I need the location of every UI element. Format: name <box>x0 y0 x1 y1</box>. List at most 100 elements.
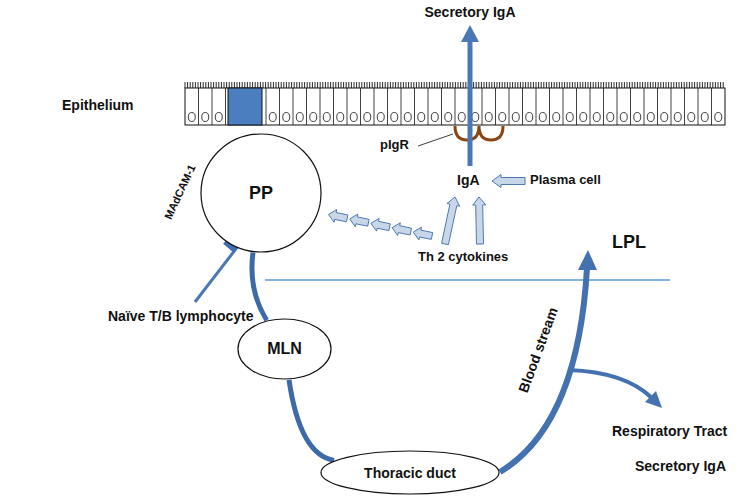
cell-wall <box>225 88 226 125</box>
cell-wall <box>630 88 631 125</box>
cell-nucleus <box>377 113 384 122</box>
cell-wall <box>347 88 348 125</box>
cell-nucleus <box>688 113 695 122</box>
cytokine-arrow <box>329 210 348 223</box>
cell-wall <box>711 88 712 125</box>
cell-wall <box>590 88 591 125</box>
cell-wall <box>617 88 618 125</box>
cell-nucleus <box>553 113 560 122</box>
cell-nucleus <box>202 113 209 122</box>
cell-label: Plasma cell <box>530 173 601 188</box>
cell-nucleus <box>431 113 438 122</box>
cell-wall <box>536 88 537 125</box>
cell-wall <box>198 88 199 125</box>
cell-wall <box>698 88 699 125</box>
cell-nucleus <box>526 113 533 122</box>
cell-wall <box>428 88 429 125</box>
cell-wall <box>657 88 658 125</box>
lymph-connector <box>252 253 267 321</box>
cell-nucleus <box>418 113 425 122</box>
cell-nucleus <box>188 113 195 122</box>
receptor-label: MAdCAM-1 <box>162 163 198 222</box>
cell-nucleus <box>458 113 465 122</box>
cytokine-arrow <box>442 197 460 245</box>
ellipse-node: PP <box>200 133 322 253</box>
leader-line <box>418 134 453 146</box>
cell-nucleus <box>647 113 654 122</box>
node-label: Thoracic duct <box>364 465 456 481</box>
cell-nucleus <box>269 113 276 122</box>
pathway-label: Blood stream <box>515 305 561 395</box>
cell-nucleus <box>445 113 452 122</box>
cell-wall <box>333 88 334 125</box>
cell-wall <box>320 88 321 125</box>
cell-wall <box>563 88 564 125</box>
cell-wall <box>644 88 645 125</box>
node-text-box: MLN <box>237 318 332 380</box>
cell-nucleus <box>607 113 614 122</box>
respiratory-branch <box>569 370 652 398</box>
cytokine-arrow <box>473 197 486 244</box>
epithelium <box>185 82 725 125</box>
cell-nucleus <box>674 113 681 122</box>
arrow-head <box>578 250 597 270</box>
receptor-label: pIgR <box>380 138 409 153</box>
cell-wall <box>212 88 213 125</box>
cell-wall <box>509 88 510 125</box>
cell-wall <box>671 88 672 125</box>
cell-nucleus <box>337 113 344 122</box>
cell-nucleus <box>620 113 627 122</box>
cell-wall <box>441 88 442 125</box>
region-label: LPL <box>612 232 646 253</box>
ellipse-node: Thoracic duct <box>320 450 500 495</box>
cytokine-arrow <box>371 218 390 231</box>
epithelial-layer <box>185 88 725 125</box>
lamina-line <box>265 279 670 281</box>
plasma-cell-arrow <box>492 175 525 188</box>
cell-nucleus <box>215 113 222 122</box>
cell-nucleus <box>593 113 600 122</box>
antibody-label: IgA <box>457 172 480 188</box>
node-text-box: Thoracic duct <box>320 450 500 495</box>
cell-nucleus <box>485 113 492 122</box>
cell-wall <box>374 88 375 125</box>
cell-wall <box>549 88 550 125</box>
pigr-symbol <box>455 126 503 140</box>
ellipse-node: MLN <box>237 318 332 380</box>
secretion-arrow <box>468 40 473 166</box>
lymph-connector <box>289 380 334 461</box>
cell-wall <box>266 88 267 125</box>
layer-label: Epithelium <box>62 97 134 113</box>
node-label: MLN <box>267 340 302 358</box>
cell-nucleus <box>472 113 479 122</box>
cytokine-arrow <box>413 227 432 240</box>
heading-label: Secretory IgA <box>424 4 515 20</box>
cell-nucleus <box>566 113 573 122</box>
cytokine-arrows <box>329 25 526 245</box>
cell-nucleus <box>499 113 506 122</box>
cell-wall <box>387 88 388 125</box>
microvilli <box>185 82 723 88</box>
node-label: PP <box>249 183 273 204</box>
node-ellipse <box>321 451 499 494</box>
cell-nucleus <box>350 113 357 122</box>
cell-wall <box>293 88 294 125</box>
cell-wall <box>576 88 577 125</box>
cell-wall <box>414 88 415 125</box>
cell-nucleus <box>661 113 668 122</box>
cell-nucleus <box>580 113 587 122</box>
node-text-box: PP <box>200 133 322 253</box>
cell-nucleus <box>715 113 722 122</box>
cell-wall <box>455 88 456 125</box>
cytokine-arrow <box>350 214 369 227</box>
antibody-label: Secretory IgA <box>635 458 726 474</box>
cell-wall <box>306 88 307 125</box>
cell-wall <box>522 88 523 125</box>
cell-nucleus <box>283 113 290 122</box>
cell-nucleus <box>634 113 641 122</box>
arrow-head <box>461 25 479 42</box>
cell-wall <box>495 88 496 125</box>
cell-nucleus <box>404 113 411 122</box>
cell-wall <box>482 88 483 125</box>
